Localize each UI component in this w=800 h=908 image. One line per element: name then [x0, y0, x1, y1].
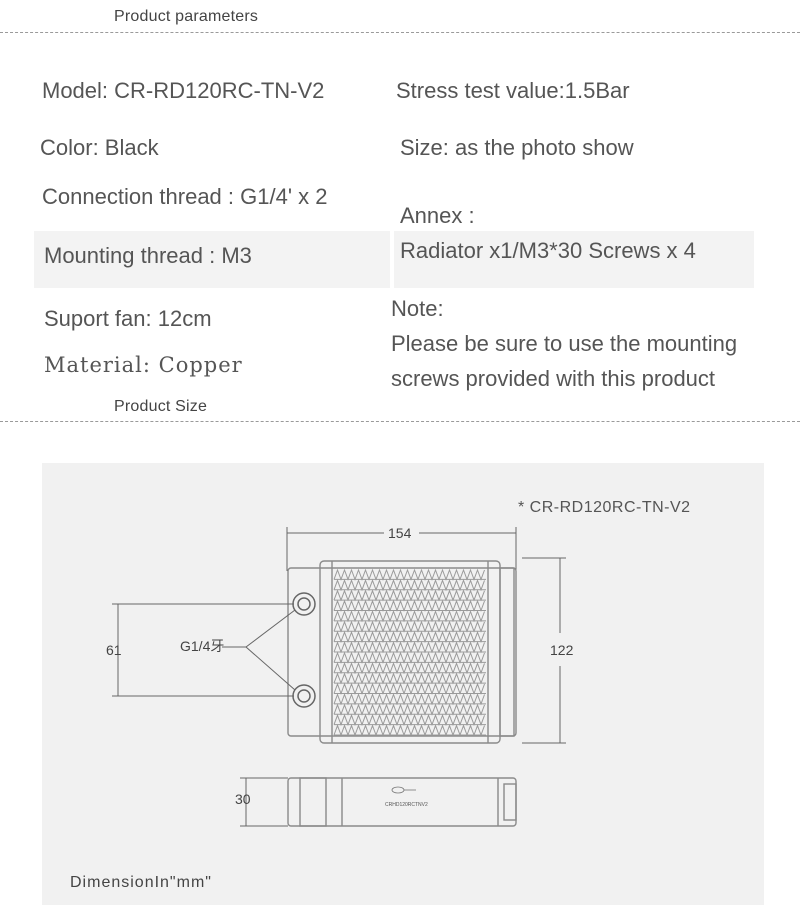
- spec-material: Material: Copper: [44, 353, 243, 377]
- fin-row: [333, 630, 485, 644]
- section-title-size: Product Size: [114, 398, 208, 415]
- width-value: 154: [388, 525, 412, 541]
- spec-color: Color: Black: [40, 135, 159, 160]
- height-value: 122: [550, 642, 574, 658]
- fin-row: [333, 641, 485, 654]
- section-title-parameters: Product parameters: [114, 8, 259, 25]
- model-reference-label: * CR-RD120RC-TN-V2: [518, 499, 691, 516]
- spec-support-fan: Suport fan: 12cm: [44, 306, 212, 331]
- technical-drawing-panel: * CR-RD120RC-TN-V2 154: [42, 463, 764, 905]
- thickness-value: 30: [235, 791, 251, 807]
- fin-row: [333, 578, 485, 592]
- spec-note-label: Note:: [391, 296, 444, 321]
- fin-row: [333, 589, 485, 602]
- fin-row: [333, 672, 485, 685]
- port-leader-lines: [222, 609, 296, 691]
- fin-row: [333, 703, 485, 716]
- note-line-1: Please be sure to use the mounting: [391, 331, 738, 356]
- fin-row: [333, 693, 485, 706]
- radiator-side-view: [287, 777, 517, 827]
- radiator-fins: [333, 568, 486, 737]
- highlight-band-left: [34, 231, 390, 288]
- inlet-port: [292, 592, 316, 616]
- spec-annex-label: Annex :: [400, 203, 475, 228]
- fin-row: [333, 620, 485, 633]
- spec-mounting-thread: Mounting thread : M3: [44, 243, 252, 268]
- dimension-units-note: DimensionIn"mm": [70, 874, 212, 891]
- spec-annex-value: Radiator x1/M3*30 Screws x 4: [400, 238, 696, 263]
- outlet-port: [292, 684, 316, 708]
- port-thread-label: G1/4牙: [180, 638, 224, 654]
- spec-connection-thread: Connection thread : G1/4' x 2: [42, 184, 328, 209]
- highlight-band-right: [394, 231, 754, 288]
- side-model-label: CRHD120RCTNV2: [385, 802, 428, 808]
- header-divider: [0, 32, 800, 33]
- size-divider: [0, 421, 800, 422]
- fin-row: [333, 568, 485, 581]
- fin-row: [333, 599, 485, 612]
- height-dimension: [522, 557, 566, 744]
- fin-row: [333, 724, 485, 737]
- fin-row: [333, 713, 485, 727]
- fin-row: [333, 651, 485, 664]
- fin-row: [333, 682, 485, 695]
- port-spacing-dimension: [112, 603, 294, 697]
- port-spacing-value: 61: [106, 642, 122, 658]
- radiator-front-view: [287, 560, 517, 744]
- brand-logo-icon: [391, 786, 416, 794]
- spec-size: Size: as the photo show: [400, 135, 634, 160]
- radiator-drawing: * CR-RD120RC-TN-V2 154: [70, 499, 691, 891]
- fin-row: [333, 610, 485, 623]
- spec-stress-test: Stress test value:1.5Bar: [396, 78, 630, 103]
- thickness-dimension: [240, 777, 288, 827]
- width-dimension: [286, 527, 517, 571]
- spec-model: Model: CR-RD120RC-TN-V2: [42, 78, 325, 103]
- note-line-2: screws provided with this product: [391, 366, 716, 391]
- fin-row: [333, 661, 485, 675]
